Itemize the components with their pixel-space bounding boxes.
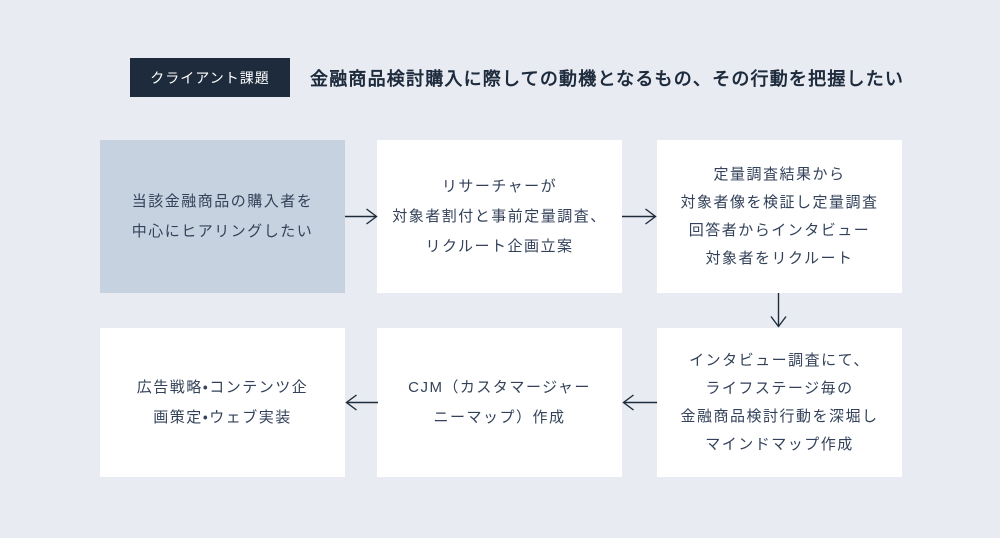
arrow-left-icon (345, 392, 378, 413)
flow-box-line: 金融商品検討行動を深堀し (680, 407, 879, 425)
client-issue-badge: クライアント課題 (130, 58, 290, 97)
arrow-down-icon (768, 293, 789, 328)
arrow-right-icon (622, 206, 657, 227)
flow-box-1: 当該金融商品の購入者を 中心にヒアリングしたい (100, 140, 345, 293)
arrow-right-icon (345, 206, 378, 227)
flow-box-line: インタビュー調査にて、 (689, 351, 870, 369)
flow-box-line: ライフステージ毎の (705, 379, 854, 397)
flow-box-3: 定量調査結果から 対象者像を検証し定量調査 回答者からインタビュー 対象者をリク… (657, 140, 902, 293)
flow-box-4: インタビュー調査にて、 ライフステージ毎の 金融商品検討行動を深堀し マインドマ… (657, 328, 902, 477)
flow-box-5: CJM（カスタマージャー ニーマップ）作成 (377, 328, 622, 477)
flow-box-line: ニーマップ）作成 (433, 408, 566, 426)
arrow-left-icon (622, 392, 657, 413)
flow-box-line: 当該金融商品の購入者を (131, 192, 314, 210)
flow-box-line: 定量調査結果から (713, 165, 846, 183)
flow-box-6: 広告戦略・コンテンツ企 画策定・ウェブ実装 (100, 328, 345, 477)
flow-box-2: リサーチャーが 対象者割付と事前定量調査、 リクルート企画立案 (377, 140, 622, 293)
flow-box-line: リサーチャーが (441, 177, 558, 195)
flow-box-line: 画策定・ウェブ実装 (153, 408, 292, 426)
client-issue-badge-label: クライアント課題 (150, 69, 270, 86)
flow-box-line: マインドマップ作成 (705, 435, 854, 453)
flow-box-line: 中心にヒアリングしたい (131, 222, 314, 240)
flow-box-line: 回答者からインタビュー (688, 221, 871, 239)
flow-box-line: 広告戦略・コンテンツ企 (136, 378, 309, 396)
flow-box-line: リクルート企画立案 (425, 237, 574, 255)
client-issue-title: 金融商品検討購入に際しての動機となるもの、その行動を把握したい (310, 68, 905, 89)
flow-box-line: 対象者像を検証し定量調査 (680, 193, 879, 211)
flow-box-line: CJM（カスタマージャー (408, 378, 591, 396)
header: クライアント課題 金融商品検討購入に際しての動機となるもの、その行動を把握したい (130, 58, 904, 97)
flow-box-line: 対象者割付と事前定量調査、 (392, 207, 607, 225)
flow-box-line: 対象者をリクルート (705, 249, 854, 267)
